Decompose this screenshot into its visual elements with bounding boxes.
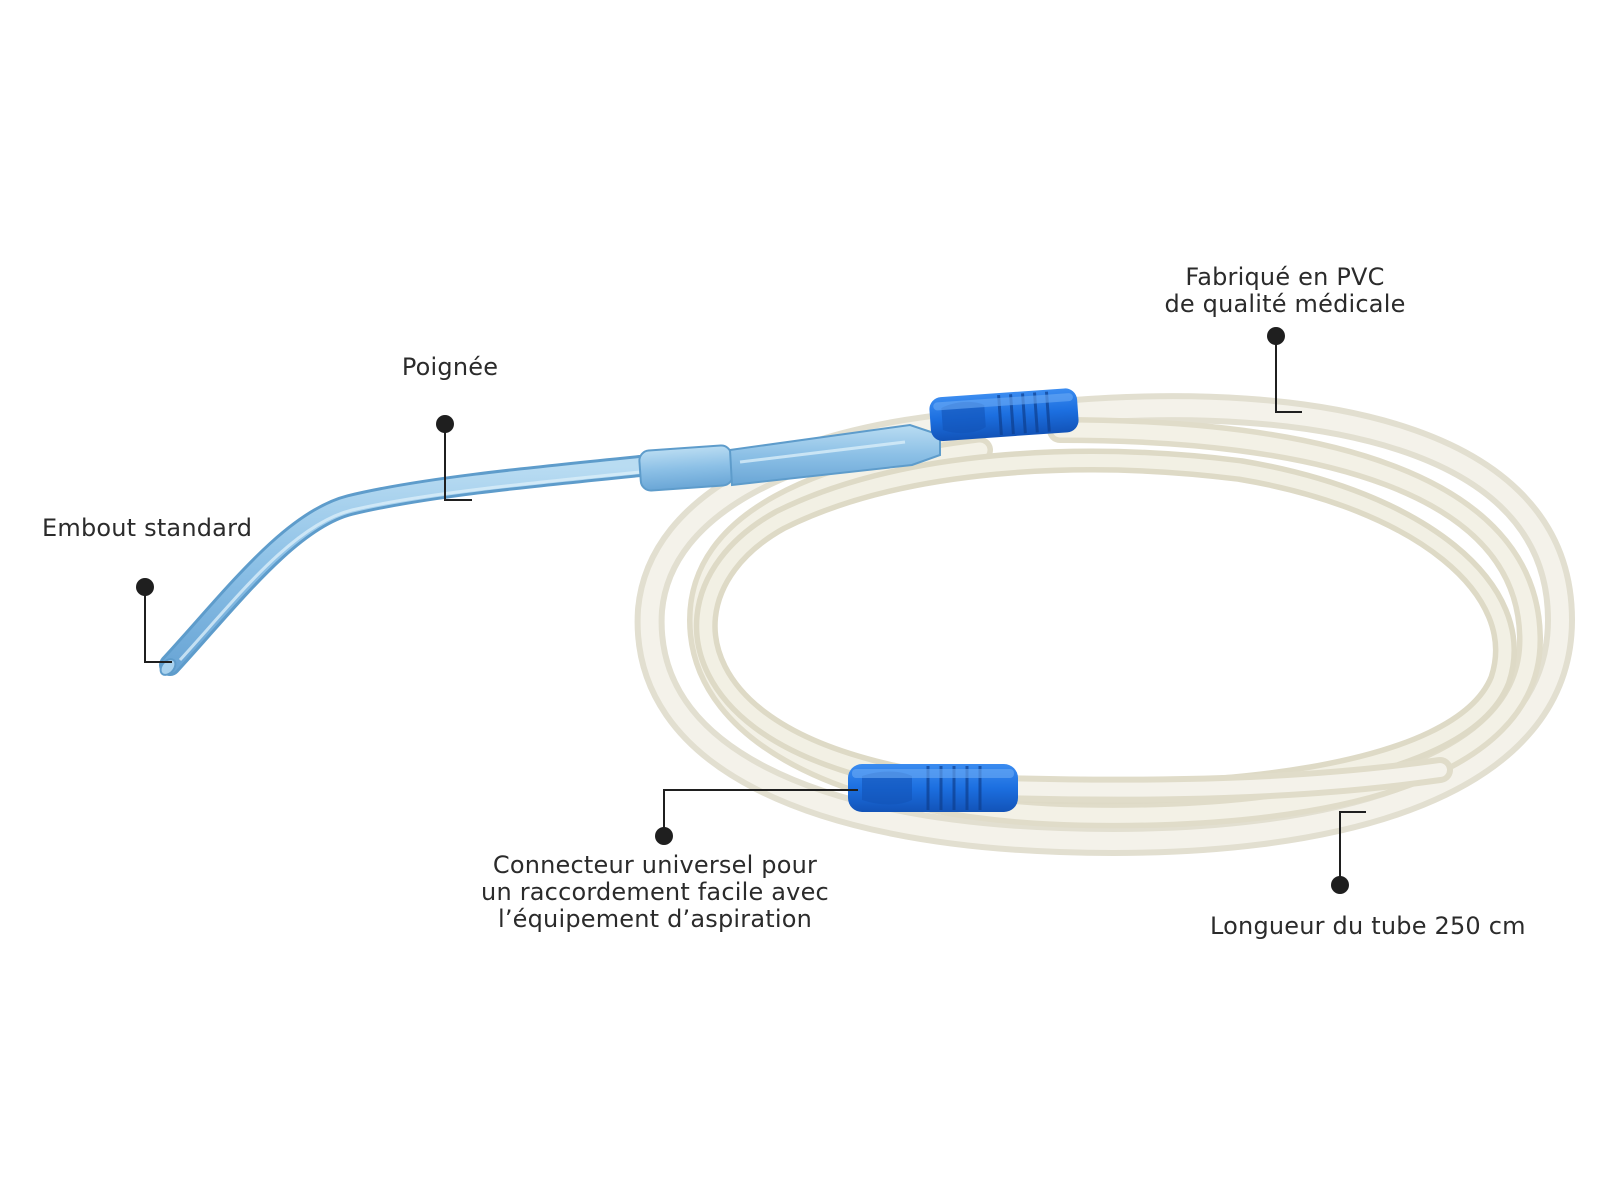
label-connecteur: Connecteur universel pour un raccordemen… xyxy=(481,851,829,933)
leader-poignee xyxy=(444,424,472,501)
cannula-tip xyxy=(159,658,177,676)
upper-connector xyxy=(929,388,1079,442)
label-embout-standard: Embout standard xyxy=(42,514,253,542)
leader-pvc xyxy=(1275,336,1302,413)
cannula xyxy=(159,423,941,676)
leader-embout xyxy=(144,587,172,663)
dot-connecteur xyxy=(655,827,673,845)
leader-longueur xyxy=(1339,811,1366,885)
label-poignee: Poignée xyxy=(401,353,499,381)
lower-connector xyxy=(848,764,1018,812)
dot-embout xyxy=(136,578,154,596)
label-longueur: Longueur du tube 250 cm xyxy=(1210,912,1526,940)
dot-poignee xyxy=(436,415,454,433)
leader-dots xyxy=(136,327,1349,894)
dot-longueur xyxy=(1331,876,1349,894)
cannula-collar xyxy=(638,444,734,492)
cannula-grip xyxy=(728,423,941,487)
leader-connecteur xyxy=(663,789,858,836)
dot-pvc xyxy=(1267,327,1285,345)
pvc-tube-coil xyxy=(634,393,1576,856)
leader-lines xyxy=(144,336,1366,885)
label-pvc: Fabriqué en PVC de qualité médicale xyxy=(1164,263,1406,318)
